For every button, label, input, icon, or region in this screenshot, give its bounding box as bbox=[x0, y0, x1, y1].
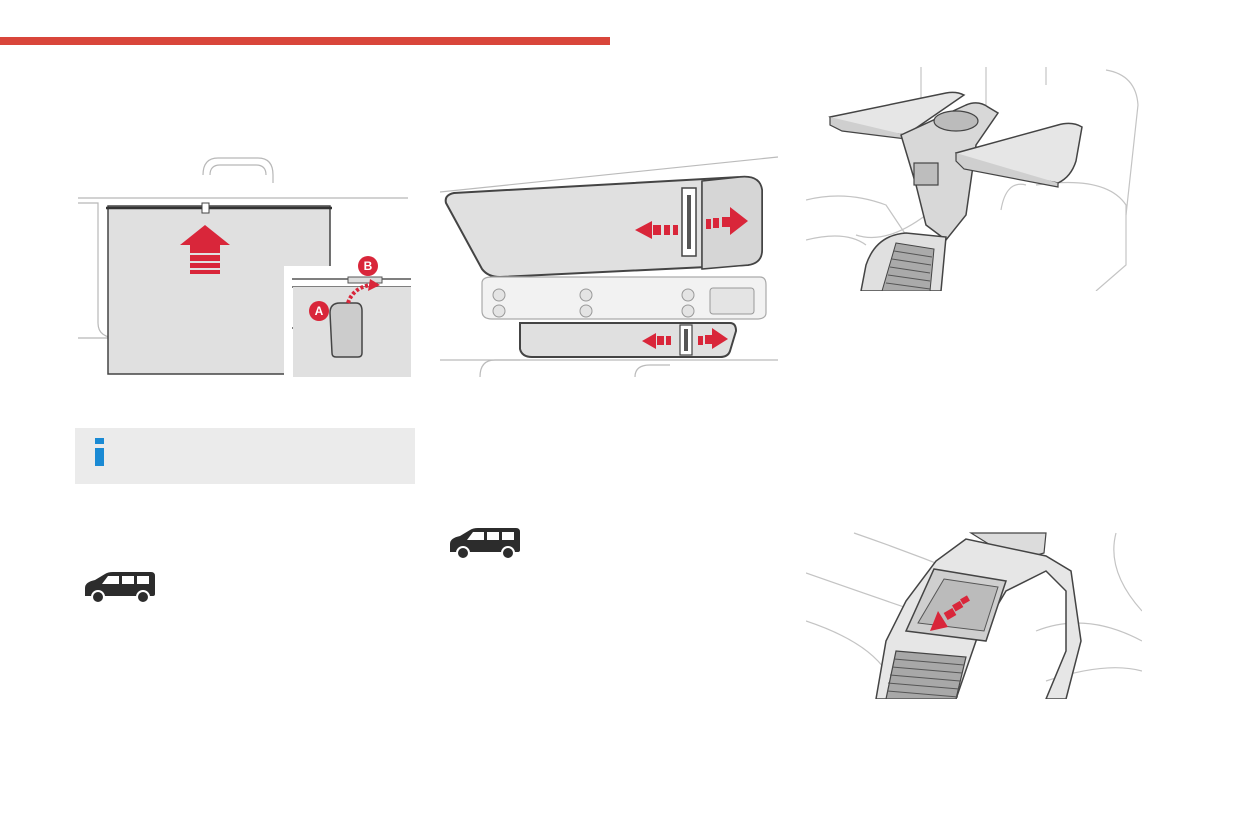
van-silhouette-icon bbox=[81, 570, 157, 604]
rear-storage-illustration bbox=[806, 532, 1142, 699]
van-silhouette-icon bbox=[446, 526, 522, 560]
callout-b-label: B bbox=[358, 256, 378, 276]
roof-blinds-figure bbox=[440, 155, 778, 377]
sun-blind-figure: A B bbox=[78, 153, 413, 377]
roof-blinds-illustration bbox=[440, 156, 778, 377]
sun-blind-illustration bbox=[78, 157, 413, 377]
info-box bbox=[75, 428, 415, 484]
info-icon bbox=[95, 438, 105, 471]
callout-a-label: A bbox=[309, 301, 329, 321]
tray-tables-figure bbox=[806, 65, 1142, 291]
section-header-bar bbox=[0, 37, 610, 45]
tray-tables-illustration bbox=[806, 67, 1139, 291]
rear-storage-figure bbox=[806, 531, 1142, 699]
